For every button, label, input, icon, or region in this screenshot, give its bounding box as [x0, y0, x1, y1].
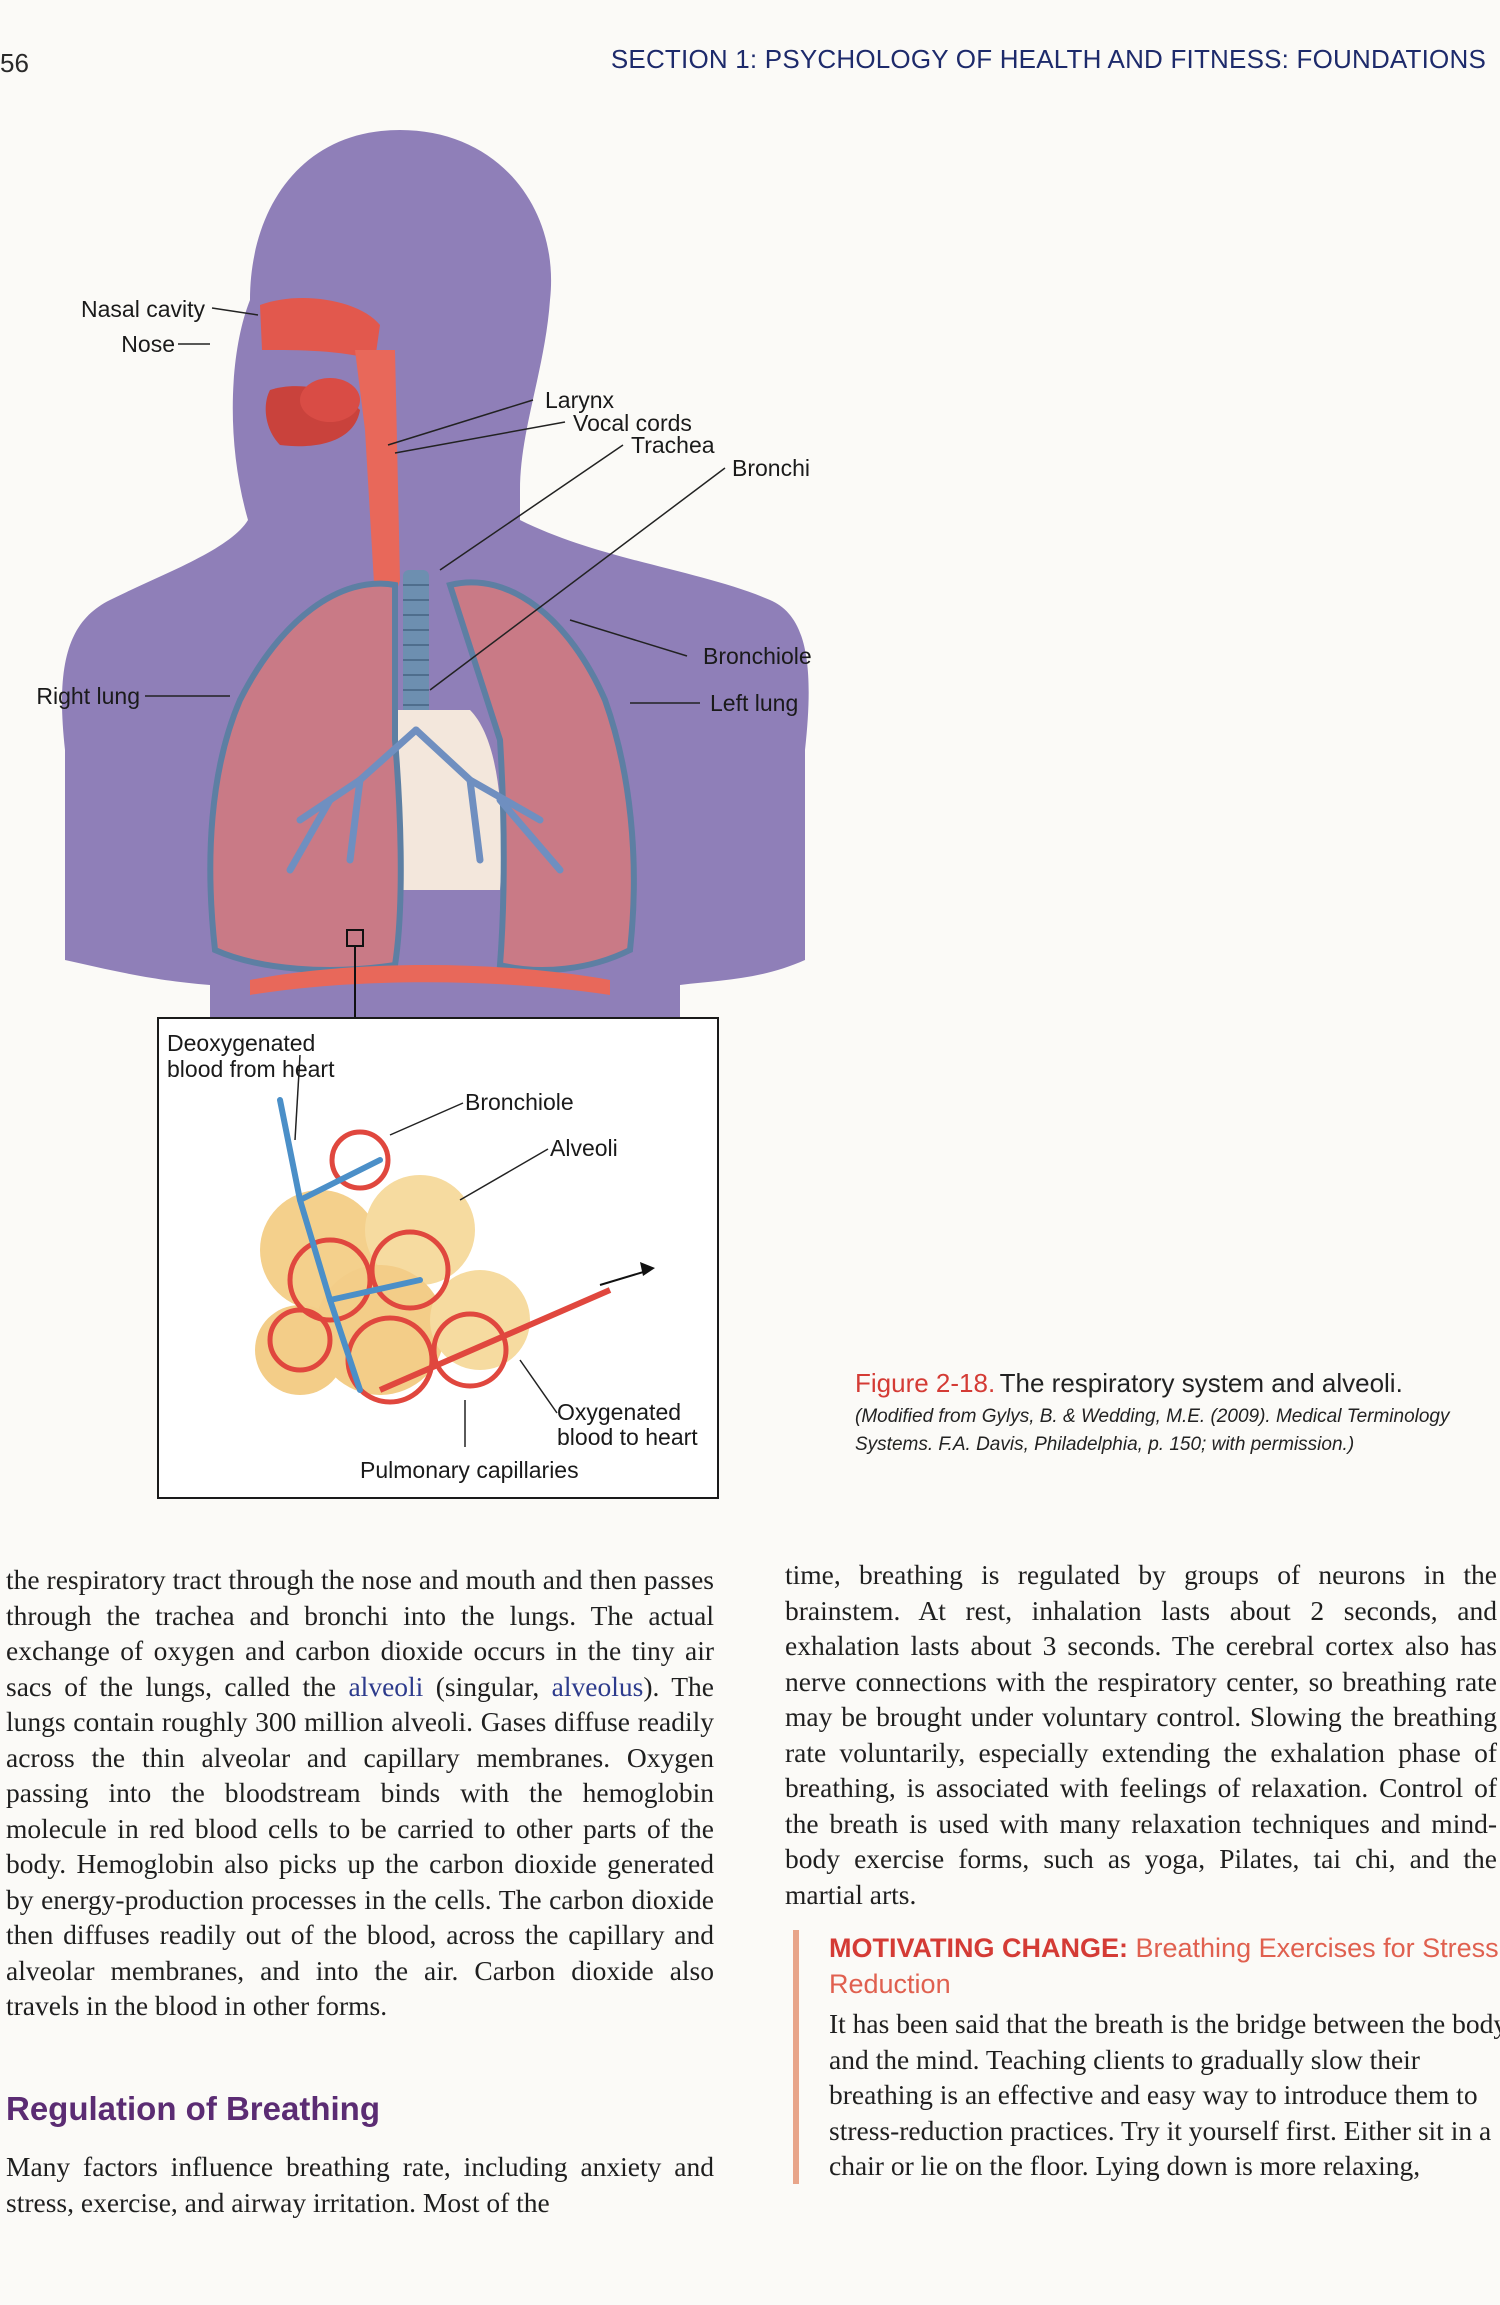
section-heading: Regulation of Breathing — [6, 2090, 380, 2127]
motivating-change-body: It has been said that the breath is the … — [829, 2008, 1500, 2181]
body-text: (singular, — [423, 1670, 552, 1702]
label-nose: Nose — [121, 331, 175, 357]
inset-label-bronchiole: Bronchiole — [465, 1089, 574, 1115]
figure-source: (Modified from Gylys, B. & Wedding, M.E.… — [855, 1406, 1450, 1455]
body-text: ). The lungs contain roughly 300 million… — [6, 1670, 715, 2022]
inset-label-oxygenated-2: blood to heart — [557, 1424, 698, 1450]
body-text: the respiratory tract through the nose a… — [6, 1564, 714, 1702]
heart-area — [387, 710, 502, 890]
term-alveolus: alveolus — [551, 1670, 644, 1702]
regulation-paragraph: Many factors influence breathing rate, i… — [6, 2151, 714, 2218]
inset-label-oxygenated-1: Oxygenated — [557, 1399, 681, 1425]
diaphragm — [250, 965, 610, 995]
body-silhouette — [62, 130, 809, 1040]
inset-label-deoxygenated-2: blood from heart — [167, 1056, 335, 1082]
figure-number: Figure 2-18. — [855, 1368, 996, 1398]
inset-label-alveoli: Alveoli — [550, 1135, 618, 1161]
label-right-lung: Right lung — [36, 683, 140, 709]
left-column-paragraph: the respiratory tract through the nose a… — [6, 1562, 714, 2024]
right-lung-shape — [207, 580, 404, 973]
bronchial-tree — [286, 726, 564, 874]
inset-label-pulmonary-capillaries: Pulmonary capillaries — [360, 1457, 579, 1483]
tongue-shape — [300, 378, 360, 422]
label-nasal-cavity: Nasal cavity — [81, 296, 205, 322]
figure-title: The respiratory system and alveoli. — [999, 1368, 1403, 1398]
inset-label-deoxygenated-1: Deoxygenated — [167, 1030, 315, 1056]
label-trachea: Trachea — [631, 432, 715, 458]
motivating-change-title: Breathing Exercises for Stress Reduction — [829, 1933, 1499, 1999]
left-lung-shape — [446, 579, 637, 973]
right-column-paragraph: time, breathing is regulated by groups o… — [785, 1559, 1497, 1910]
label-larynx: Larynx — [545, 387, 615, 413]
respiratory-figure: Nasal cavity Nose Larynx Vocal cords Tra… — [36, 130, 812, 1499]
motivating-change-box: MOTIVATING CHANGE: Breathing Exercises f… — [793, 1930, 1500, 2184]
alveoli-cluster — [255, 1097, 655, 1405]
running-head: SECTION 1: PSYCHOLOGY OF HEALTH AND FITN… — [610, 44, 1486, 74]
throat-shape — [355, 350, 400, 602]
term-alveoli: alveoli — [348, 1670, 424, 1702]
page-number: 56 — [0, 48, 29, 78]
motivating-change-label: MOTIVATING CHANGE: — [829, 1933, 1128, 1963]
label-vocal-cords: Vocal cords — [573, 410, 692, 436]
figure-caption: Figure 2-18. The respiratory system and … — [855, 1368, 1455, 1459]
nasal-cavity-shape — [260, 297, 380, 360]
label-bronchi: Bronchi — [732, 455, 810, 481]
label-bronchiole: Bronchiole — [703, 643, 812, 669]
label-left-lung: Left lung — [710, 690, 798, 716]
